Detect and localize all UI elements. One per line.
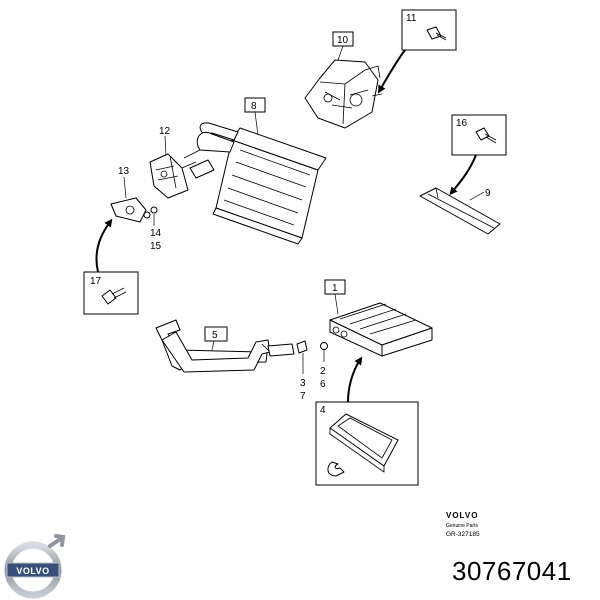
callout-15: 15 bbox=[150, 241, 162, 252]
expansion-valve-part-12: 12 bbox=[149, 126, 189, 199]
seals-part-2-3-6-7: 3 7 2 6 bbox=[296, 340, 328, 402]
stamp-brand: VOLVO bbox=[446, 511, 478, 520]
callout-7: 7 bbox=[300, 391, 306, 402]
callout-4: 4 bbox=[320, 405, 326, 416]
callout-14: 14 bbox=[150, 228, 162, 239]
duct-part-9: 9 bbox=[419, 187, 501, 235]
part-number: 30767041 bbox=[452, 556, 572, 586]
blower-module-part-10: 10 bbox=[304, 31, 383, 129]
cover-part-4: 4 bbox=[315, 356, 419, 486]
logo-text: VOLVO bbox=[16, 566, 49, 576]
callout-2: 2 bbox=[320, 366, 326, 377]
connector-block-part-13: 13 14 15 bbox=[110, 166, 162, 252]
callout-13: 13 bbox=[118, 166, 130, 177]
callout-12: 12 bbox=[159, 126, 171, 137]
callout-3: 3 bbox=[300, 378, 306, 389]
heater-core-part-1: 1 bbox=[324, 279, 433, 357]
screw-part-16: 16 bbox=[449, 114, 507, 196]
pipe-assembly-part-5: 5 bbox=[155, 319, 295, 373]
callout-6: 6 bbox=[320, 379, 326, 390]
stamp-ref: GR-327185 bbox=[446, 531, 480, 538]
volvo-logo: VOLVO bbox=[4, 534, 66, 599]
callout-9: 9 bbox=[485, 188, 491, 199]
evaporator-part-8: 8 bbox=[181, 97, 327, 245]
callout-17: 17 bbox=[90, 276, 102, 287]
callout-16: 16 bbox=[456, 118, 468, 129]
callout-8: 8 bbox=[251, 101, 257, 112]
callout-1: 1 bbox=[332, 283, 338, 294]
screw-part-17: 17 bbox=[83, 218, 139, 315]
stamp-line1: Genuine Parts bbox=[446, 523, 478, 529]
callout-11: 11 bbox=[406, 13, 417, 24]
callout-box-5 bbox=[204, 326, 228, 342]
screw-part-11: 11 bbox=[378, 9, 457, 94]
callout-5: 5 bbox=[212, 330, 218, 341]
callout-10: 10 bbox=[337, 35, 349, 46]
volvo-stamp: VOLVO Genuine Parts GR-327185 bbox=[446, 511, 480, 538]
